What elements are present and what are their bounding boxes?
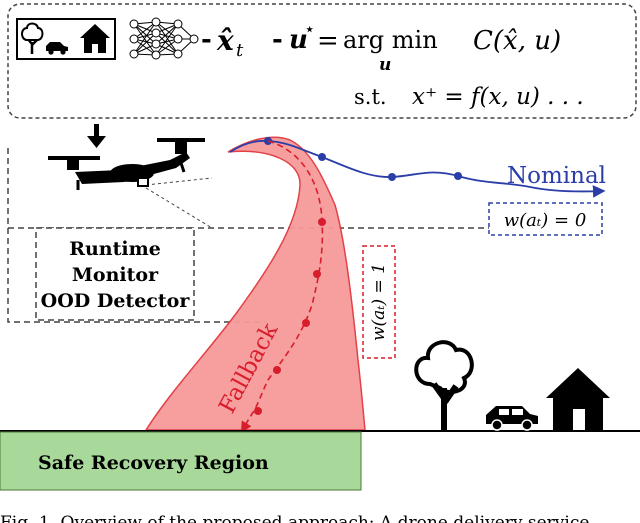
safe-recovery-region bbox=[0, 431, 362, 491]
fallback-waypoint bbox=[318, 218, 326, 226]
nominal-waypoint bbox=[318, 153, 326, 161]
figure-caption: Fig. 1. Overview of the proposed approac… bbox=[0, 513, 589, 523]
monitor-label-runtime: Runtime bbox=[69, 238, 161, 260]
input-arrow-icon bbox=[87, 124, 106, 148]
camera-fov-line-top bbox=[145, 177, 213, 186]
scene-tree-icon bbox=[414, 340, 474, 430]
dash-1: - bbox=[201, 25, 212, 55]
nominal-weight-box bbox=[488, 202, 603, 236]
drone-icon bbox=[48, 138, 205, 190]
scene-house-icon bbox=[546, 368, 610, 430]
camera-fov-line-bottom bbox=[145, 187, 213, 229]
nominal-weight-label: w(aₜ) = 0 bbox=[504, 210, 587, 231]
tree-icon bbox=[21, 22, 44, 54]
nominal-waypoint bbox=[454, 172, 462, 180]
house-icon bbox=[80, 24, 110, 53]
fallback-trajectory bbox=[240, 140, 324, 433]
argmin-subscript: u bbox=[379, 55, 391, 75]
fallback-waypoint bbox=[313, 270, 321, 278]
optimal-control-superscript: ⋆ bbox=[304, 19, 315, 40]
nominal-waypoints bbox=[264, 137, 462, 181]
car-icon bbox=[46, 42, 68, 55]
fallback-waypoint bbox=[273, 366, 281, 374]
fallback-weight-box bbox=[362, 245, 396, 359]
nominal-label: Nominal bbox=[507, 163, 606, 189]
fallback-waypoint bbox=[254, 407, 262, 415]
nominal-waypoint bbox=[388, 173, 396, 181]
state-estimate: x̂ bbox=[216, 24, 234, 57]
perception-region-outline bbox=[7, 148, 265, 323]
equals-sign: = bbox=[317, 26, 339, 56]
fallback-waypoint bbox=[302, 319, 310, 327]
monitor-label-ood: OOD Detector bbox=[41, 290, 191, 312]
neural-network-icon bbox=[129, 17, 199, 60]
fallback-funnel bbox=[144, 136, 366, 431]
controller-box bbox=[7, 3, 637, 119]
cost-function: C(x̂, u) bbox=[473, 26, 561, 56]
argmin-operator: arg min bbox=[343, 26, 438, 54]
subject-to-label: s.t. bbox=[354, 85, 387, 109]
monitor-label-monitor: Monitor bbox=[72, 264, 159, 286]
optimal-control: u bbox=[289, 25, 308, 55]
runtime-monitor-box bbox=[35, 227, 195, 321]
scene-car-icon bbox=[486, 406, 538, 431]
dynamics-constraint: x⁺ = f(x, u) . . . bbox=[412, 84, 584, 110]
scene-icon-frame bbox=[16, 18, 116, 60]
state-estimate-subscript: t bbox=[236, 40, 244, 61]
dash-2: - bbox=[272, 25, 283, 55]
fallback-waypoints bbox=[254, 218, 326, 415]
safe-recovery-label: Safe Recovery Region bbox=[38, 452, 269, 474]
fallback-weight-label: w(aₜ) = 1 bbox=[369, 263, 389, 341]
